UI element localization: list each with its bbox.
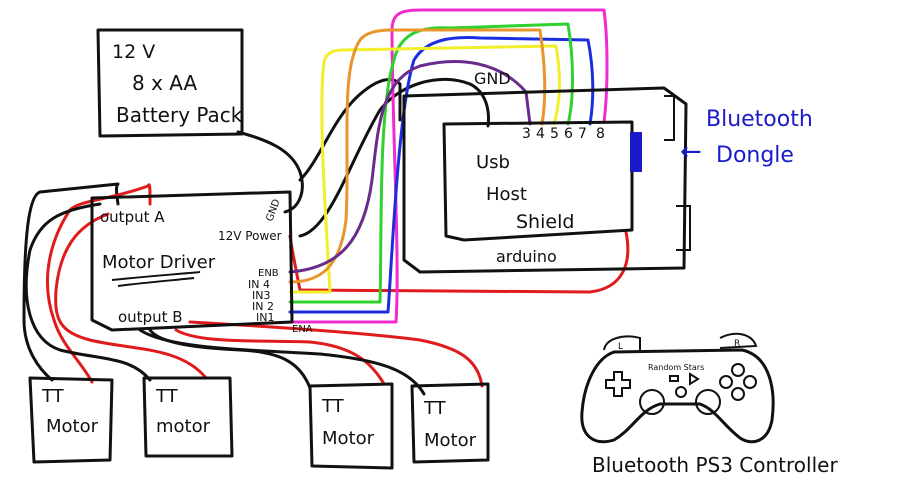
motor-driver-underline xyxy=(111,271,201,287)
shield-line-1: Usb xyxy=(476,152,510,173)
magenta-wire xyxy=(288,8,609,324)
pin-5: 5 xyxy=(550,126,559,142)
dongle-icon xyxy=(630,132,642,172)
l-shoulder xyxy=(603,335,641,352)
motor-1-line-1: TT xyxy=(41,386,65,407)
motor-4-red-wire xyxy=(188,320,484,388)
motor-3-red-wire xyxy=(174,328,386,386)
driver-in2-label: IN 2 xyxy=(252,300,274,313)
arduino-board: arduino xyxy=(402,86,691,274)
motor-driver: output A Motor Driver output B GND 12V P… xyxy=(90,190,313,335)
battery-pack: 12 V 8 x AA Battery Pack xyxy=(96,28,244,138)
l-label: L xyxy=(618,342,623,352)
pin-4: 4 xyxy=(536,126,545,142)
power-wire xyxy=(288,230,630,294)
bluetooth-dongle: ← Bluetooth Dongle xyxy=(630,107,813,172)
controller-caption: Bluetooth PS3 Controller xyxy=(592,453,838,477)
motor-2-line-1: TT xyxy=(155,386,179,407)
battery-ground-wire xyxy=(236,130,304,214)
motor-driver-title: Motor Driver xyxy=(102,252,216,273)
shield-line-3: Shield xyxy=(516,211,574,233)
arduino-label: arduino xyxy=(496,247,557,266)
motor-2-line-2: motor xyxy=(156,416,211,437)
pin-8: 8 xyxy=(596,126,605,142)
driver-gnd-label: GND xyxy=(264,197,282,223)
pin-7: 7 xyxy=(578,126,587,142)
blue-wire xyxy=(288,36,595,314)
brand-label: Random Stars xyxy=(648,363,704,372)
motor-4-black-wire xyxy=(138,328,426,396)
motor-4: TT Motor xyxy=(410,382,490,464)
dongle-line-1: Bluetooth xyxy=(706,107,813,132)
motor-4-line-1: TT xyxy=(423,398,447,419)
motor-4-line-2: Motor xyxy=(424,430,477,451)
r-shoulder xyxy=(719,332,758,349)
driver-in4-label: IN 4 xyxy=(248,278,270,291)
dongle-line-2: Dongle xyxy=(716,143,794,168)
ps-button-icon xyxy=(675,386,687,398)
left-stick-icon xyxy=(639,389,665,415)
yellow-wire xyxy=(288,44,562,294)
output-a-label: output A xyxy=(100,208,165,226)
output-b-label: output B xyxy=(118,308,183,326)
dongle-arrow: ← xyxy=(680,137,702,167)
usb-host-shield: Usb Host Shield xyxy=(442,120,634,242)
motor-3-line-2: Motor xyxy=(322,428,375,449)
motor-2-red-wire xyxy=(54,212,208,380)
motor-2: TT motor xyxy=(142,376,234,458)
right-stick-icon xyxy=(695,389,721,415)
motor-3-line-1: TT xyxy=(321,396,345,417)
gnd-label: GND xyxy=(474,69,511,88)
driver-in1-label: IN1 xyxy=(256,311,274,324)
driver-ena-label: ENA xyxy=(292,324,313,335)
battery-label: Battery Pack xyxy=(116,103,243,127)
r-label: R xyxy=(734,339,740,349)
battery-voltage: 12 V xyxy=(112,41,155,63)
pin-3: 3 xyxy=(522,126,531,142)
driver-power-label: 12V Power xyxy=(218,229,282,243)
battery-cells: 8 x AA xyxy=(132,71,198,95)
motor-1-black-wire xyxy=(22,182,120,382)
green-wire xyxy=(288,22,574,304)
select-button-icon xyxy=(669,375,679,382)
motor-3: TT Motor xyxy=(308,382,394,470)
motor-1-line-2: Motor xyxy=(46,416,99,437)
cross-button-icon xyxy=(731,387,745,401)
arduino-pins: GND 3 4 5 6 7 8 xyxy=(474,69,605,142)
motor-2-black-wire xyxy=(24,202,152,382)
driver-in3-label: IN3 xyxy=(252,289,270,302)
ps3-controller: L R Random Stars Bluetooth PS3 Controlle… xyxy=(580,332,838,477)
square-button-icon xyxy=(719,375,733,389)
driver-enb-label: ENB xyxy=(258,268,279,279)
wires xyxy=(22,8,630,396)
circle-button-icon xyxy=(743,375,757,389)
motor-1: TT Motor xyxy=(28,376,114,464)
dpad-icon xyxy=(605,371,631,397)
controller-body xyxy=(580,348,775,444)
shield-line-2: Host xyxy=(486,184,527,205)
pin-6: 6 xyxy=(564,126,573,142)
start-button-icon xyxy=(689,372,700,386)
purple-wire xyxy=(288,60,532,274)
triangle-button-icon xyxy=(731,363,745,377)
